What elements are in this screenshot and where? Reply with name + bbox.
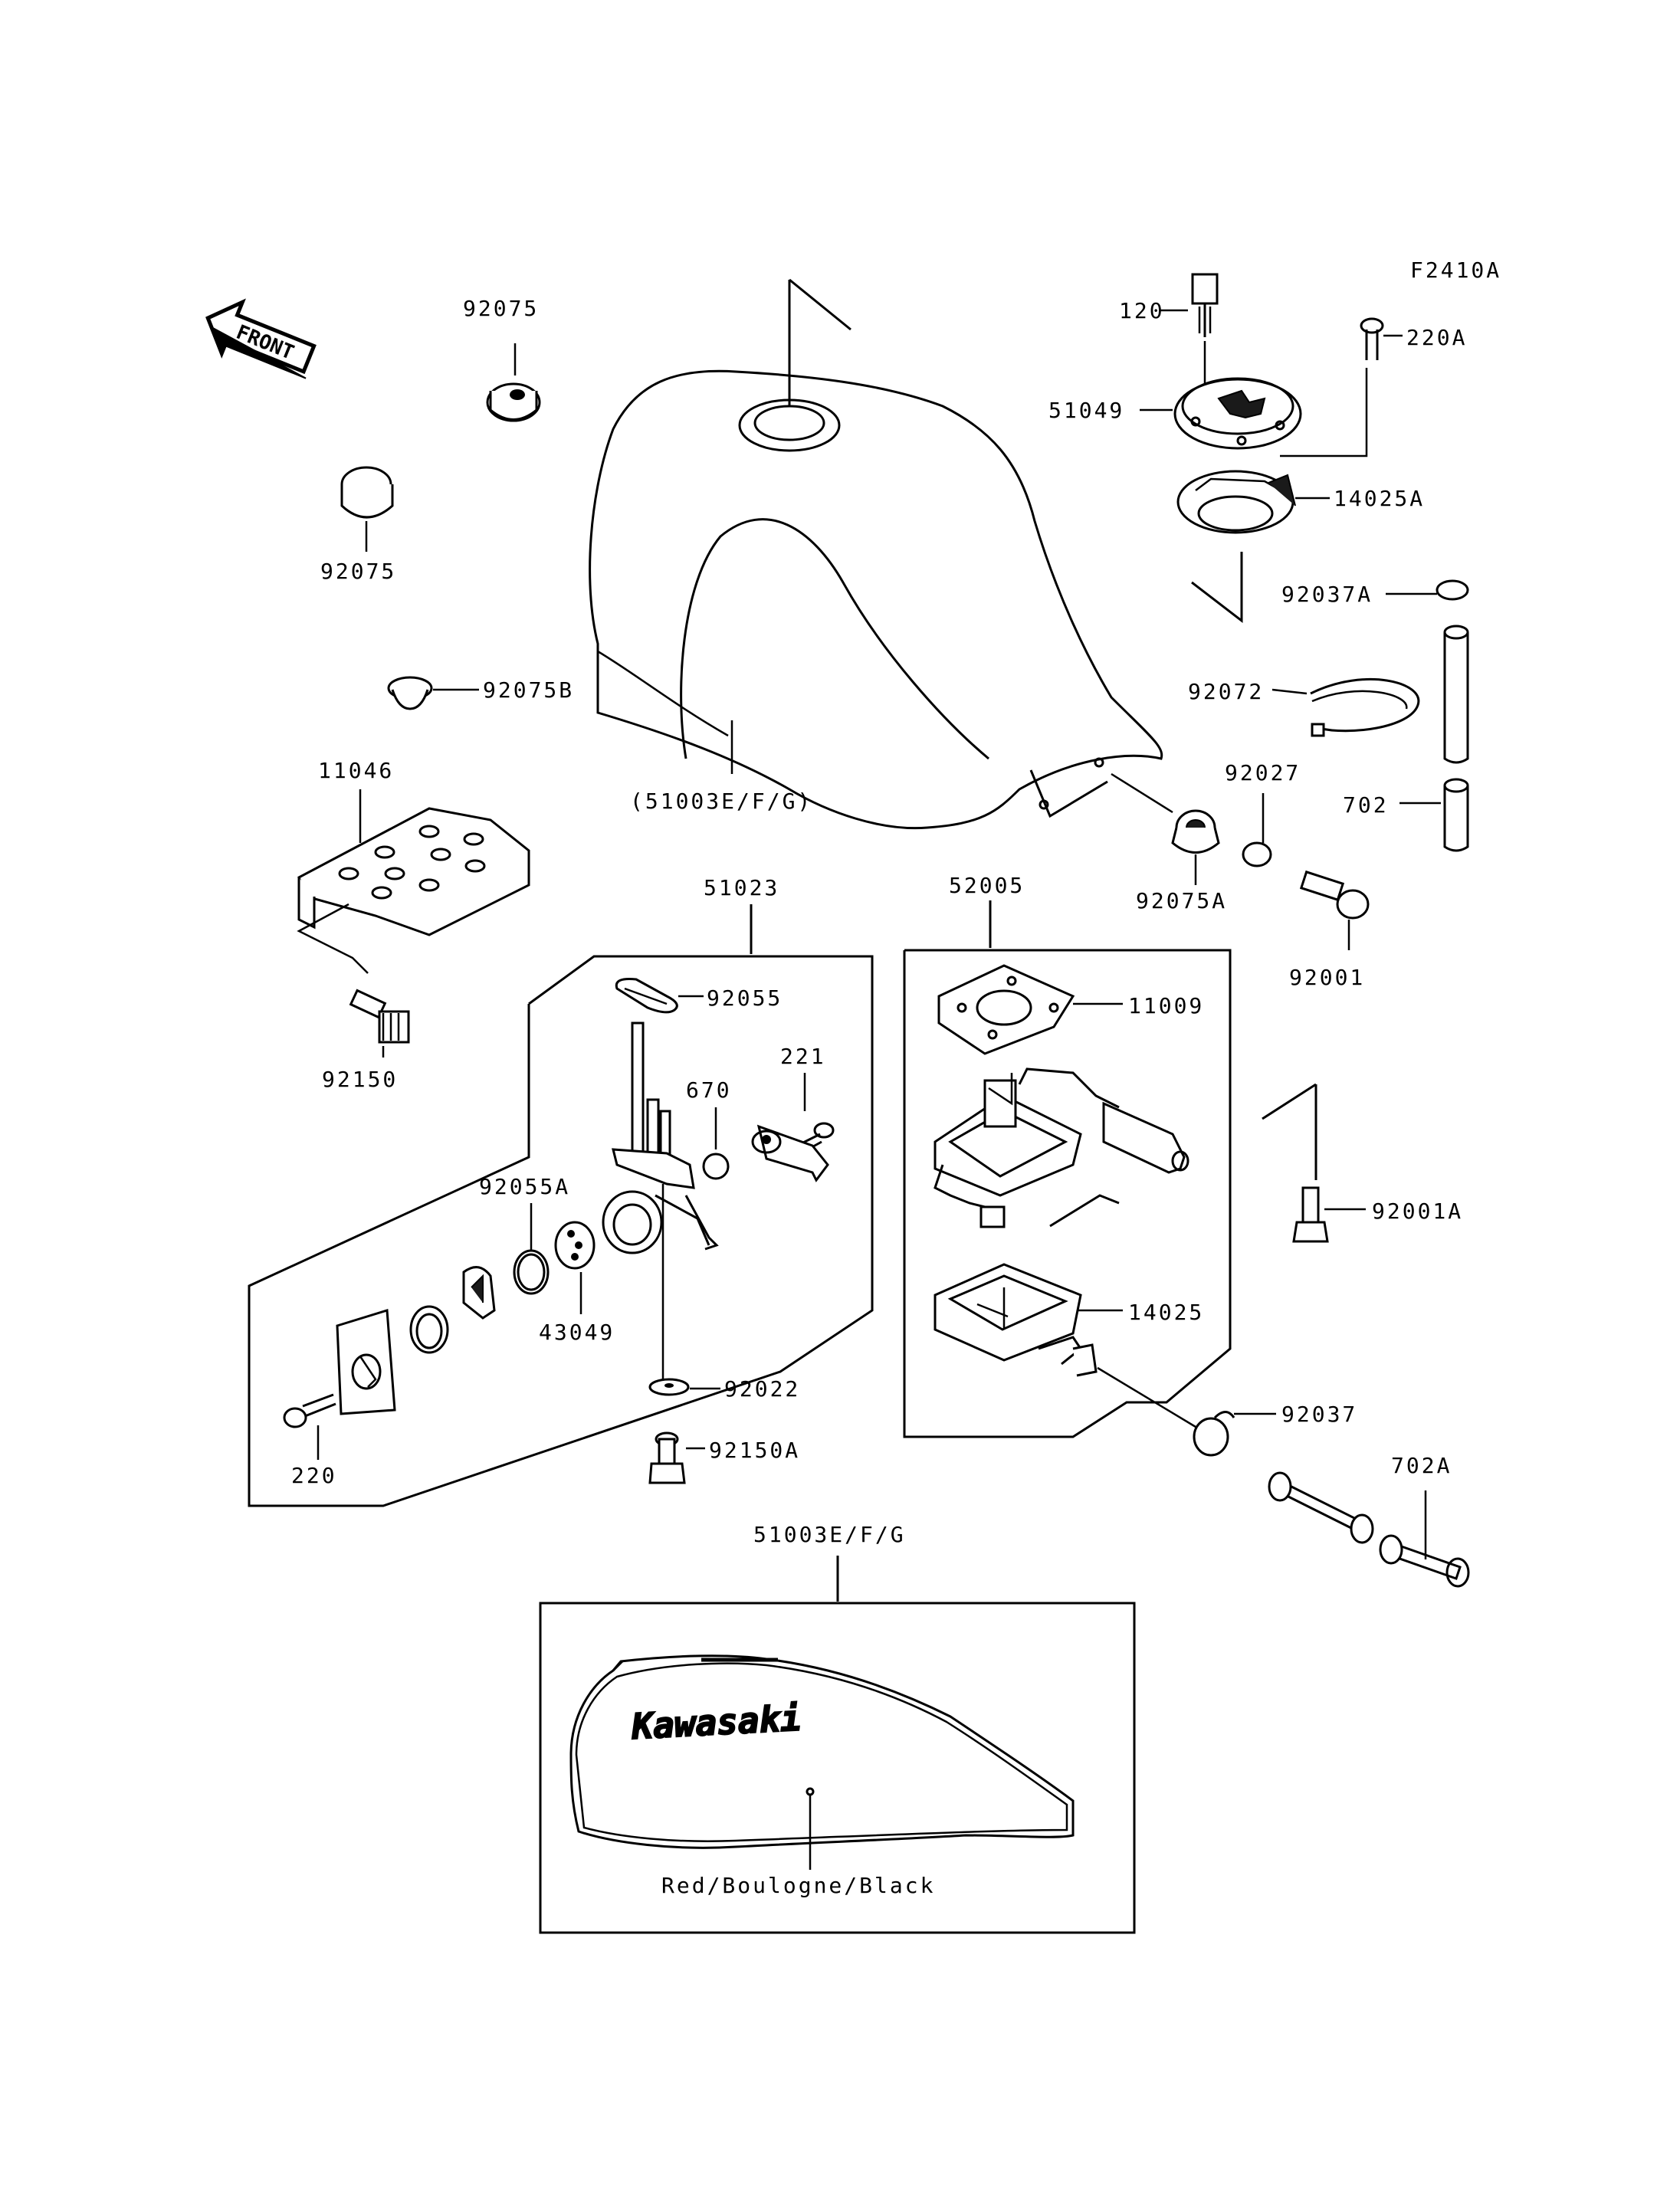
hose-clip-part [1386,579,1469,601]
rubber-cap-part [340,466,394,552]
tank-side-view-part: Kawasaki [569,1654,1075,1870]
label-92075B: 92075B [483,677,574,703]
fuel-cock-group-outline [248,904,874,1507]
valve-cover-part [751,1124,829,1182]
label-51003-panel: 51003E/F/G [753,1522,906,1547]
seal-ring-part [409,1305,449,1354]
cap-bolt-part [1159,273,1219,383]
fuel-filter-part [934,1263,1123,1377]
lever-screw-part [283,1393,336,1460]
label-92055A: 92055A [479,1174,570,1199]
gasket-part [615,978,704,1014]
label-92072: 92072 [1188,679,1264,704]
lever-plate-part [336,1309,396,1415]
rubber-mount-part [1111,772,1220,885]
breather-hose-part [1399,625,1469,852]
o-ring-part [702,1107,730,1180]
label-120: 120 [1119,298,1165,323]
large-o-ring-part [513,1203,550,1295]
screw-part [1280,317,1403,457]
label-220A: 220A [1406,325,1467,350]
washer-part [648,1378,720,1396]
bolt-part [349,989,410,1058]
hose-band-part [1271,677,1420,737]
label-92150: 92150 [322,1067,398,1092]
label-92027: 92027 [1225,760,1301,785]
label-221: 221 [780,1044,826,1069]
label-51049: 51049 [1048,398,1124,423]
label-92001: 92001 [1289,965,1365,990]
drain-bolt-part [648,1431,705,1484]
label-52005: 52005 [949,873,1025,898]
label-92075-top: 92075 [463,296,539,321]
fuel-pump-group-outline [903,900,1232,1438]
mounting-bracket-part [297,789,530,974]
fuel-tank-part [589,278,1163,830]
label-92037A: 92037A [1281,582,1373,607]
rubber-damper-part [486,343,541,422]
pump-hose-clip-part [1097,1366,1276,1457]
label-220: 220 [291,1463,337,1488]
label-670: 670 [686,1077,732,1103]
color-variant-panel [539,1602,1136,1934]
valve-seal-part [554,1221,596,1314]
label-92037: 92037 [1281,1402,1357,1427]
fuel-cap-part [1140,377,1302,450]
flange-bolt-part [1299,870,1370,950]
label-702: 702 [1343,792,1389,818]
fuel-hose-part [1268,1471,1470,1588]
label-702A: 702A [1391,1453,1452,1478]
label-92150A: 92150A [709,1438,800,1463]
fuel-level-sensor-part [934,1067,1189,1228]
cap-base-part [1176,470,1330,624]
label-92022: 92022 [724,1376,800,1402]
kawasaki-decal: Kawasaki [630,1697,802,1748]
color-caption: Red/Boulogne/Black [661,1873,935,1898]
pump-gasket-part [937,964,1123,1055]
label-92075-bottom: 92075 [320,559,396,584]
label-92055: 92055 [707,985,783,1011]
label-11046: 11046 [318,758,394,783]
label-43049: 43049 [539,1320,615,1345]
label-92075A: 92075A [1136,888,1227,913]
label-51003-tank: (51003E/F/G) [630,789,812,814]
label-92001A: 92001A [1372,1199,1463,1224]
grommet-part [387,676,479,710]
flange-bolt-a-part [1262,1083,1366,1243]
figure-code: F2410A [1410,257,1501,283]
lever-part [462,1266,496,1320]
label-14025: 14025 [1128,1300,1204,1325]
collar-part [1242,793,1272,867]
front-arrow-icon: FRONT [205,298,317,379]
fuel-cock-part [602,1021,719,1379]
label-11009: 11009 [1128,993,1204,1018]
label-51023: 51023 [704,875,779,900]
label-14025A: 14025A [1334,486,1425,511]
